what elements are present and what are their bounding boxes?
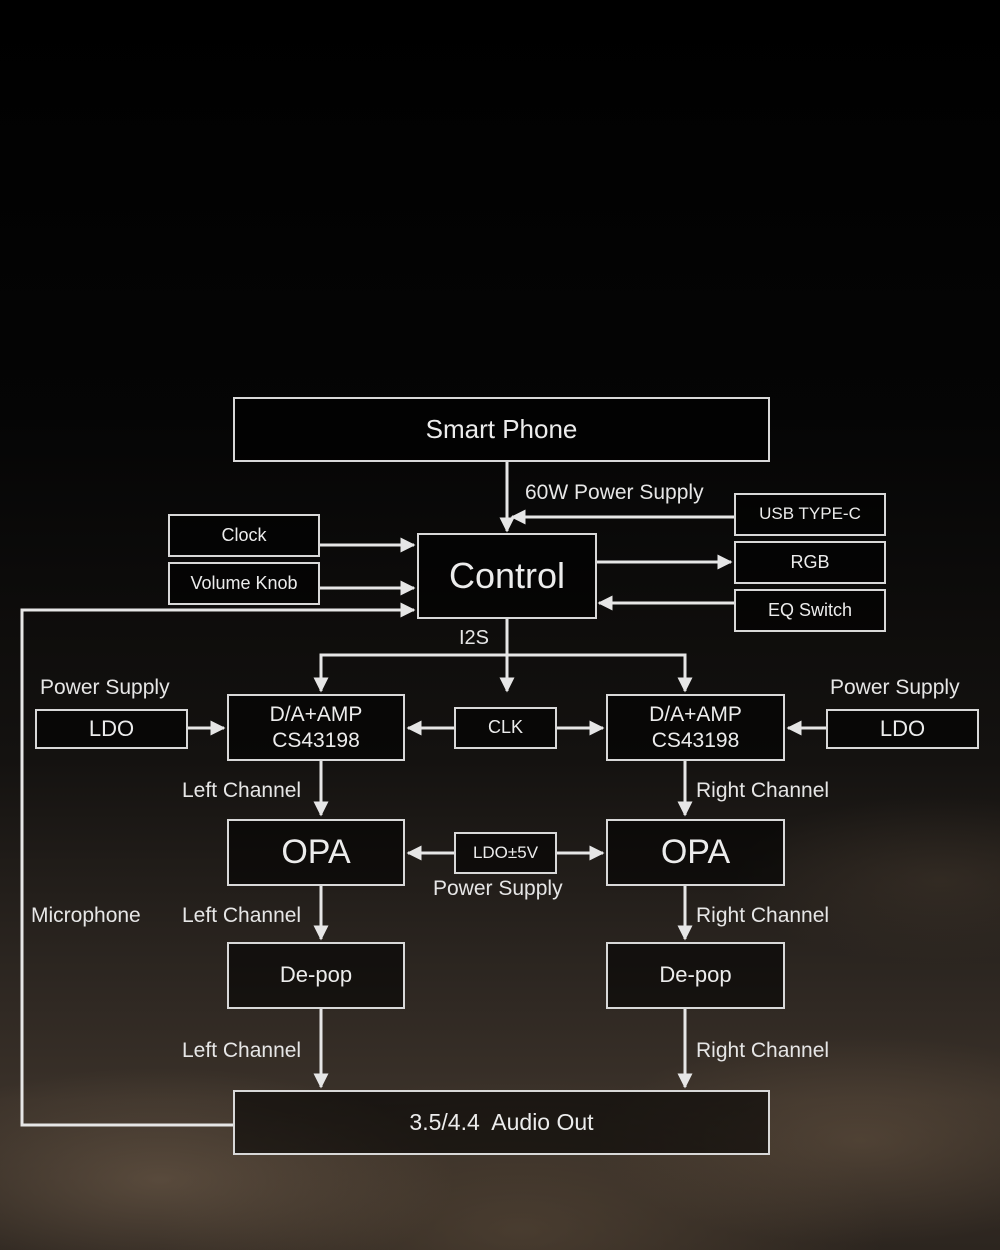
wire-i2s-right xyxy=(507,653,693,693)
ldo-right-block: LDO xyxy=(826,709,979,749)
rgb-label: RGB xyxy=(790,551,830,572)
audio-out-label: 3.5/4.4 Audio Out xyxy=(409,1108,594,1135)
smart-phone-label: Smart Phone xyxy=(425,413,578,444)
depop-left-block: De-pop xyxy=(227,942,405,1009)
power-60w-label: 60W Power Supply xyxy=(525,481,704,504)
dac-amp-right-title: D/A+AMP xyxy=(649,703,742,727)
opa-left-label: OPA xyxy=(281,833,351,872)
dac-amp-left-title: D/A+AMP xyxy=(269,703,363,727)
left-channel-label-1: Left Channel xyxy=(182,779,302,802)
depop-left-label: De-pop xyxy=(279,962,353,988)
volume-knob-block: Volume Knob xyxy=(168,562,320,605)
ldo-left-label: LDO xyxy=(88,715,135,741)
smart-phone-block: Smart Phone xyxy=(233,397,770,462)
usb-type-c-block: USB TYPE-C xyxy=(734,493,886,536)
dac-amp-right-chip: CS43198 xyxy=(651,728,740,752)
depop-right-block: De-pop xyxy=(606,942,785,1009)
opa-left-block: OPA xyxy=(227,819,405,886)
power-supply-center-label: Power Supply xyxy=(433,877,563,900)
i2s-label: I2S xyxy=(459,627,490,649)
power-supply-right-label: Power Supply xyxy=(830,676,960,699)
eq-switch-label: EQ Switch xyxy=(767,599,853,620)
eq-switch-block: EQ Switch xyxy=(734,589,886,632)
left-channel-label-3: Left Channel xyxy=(182,1039,302,1062)
clock-label: Clock xyxy=(221,524,267,545)
depop-right-label: De-pop xyxy=(659,962,732,988)
usb-type-c-label: USB TYPE-C xyxy=(759,504,861,524)
dac-amp-right-block: D/A+AMP CS43198 xyxy=(606,694,785,761)
ldo-pm5v-label: LDO±5V xyxy=(472,842,539,862)
clk-block: CLK xyxy=(454,707,557,749)
control-block: Control xyxy=(417,533,597,619)
control-label: Control xyxy=(448,555,566,597)
opa-right-label: OPA xyxy=(660,833,731,872)
ldo-left-block: LDO xyxy=(35,709,188,749)
ldo-right-label: LDO xyxy=(879,715,926,741)
microphone-label: Microphone xyxy=(31,904,141,927)
right-channel-label-3: Right Channel xyxy=(696,1039,830,1062)
volume-knob-label: Volume Knob xyxy=(190,572,298,593)
rgb-block: RGB xyxy=(734,541,886,584)
wire-microphone-loop xyxy=(20,602,416,1127)
right-channel-label-1: Right Channel xyxy=(696,779,830,802)
clk-label: CLK xyxy=(487,717,523,738)
audio-out-block: 3.5/4.4 Audio Out xyxy=(233,1090,770,1155)
dac-amp-left-block: D/A+AMP CS43198 xyxy=(227,694,405,761)
dac-amp-left-chip: CS43198 xyxy=(272,728,360,752)
right-channel-label-2: Right Channel xyxy=(696,904,830,927)
clock-block: Clock xyxy=(168,514,320,557)
left-channel-label-2: Left Channel xyxy=(182,904,302,927)
wire-i2s-left xyxy=(313,653,507,693)
power-supply-left-label: Power Supply xyxy=(40,676,170,699)
opa-right-block: OPA xyxy=(606,819,785,886)
ldo-pm5v-block: LDO±5V xyxy=(454,832,557,874)
